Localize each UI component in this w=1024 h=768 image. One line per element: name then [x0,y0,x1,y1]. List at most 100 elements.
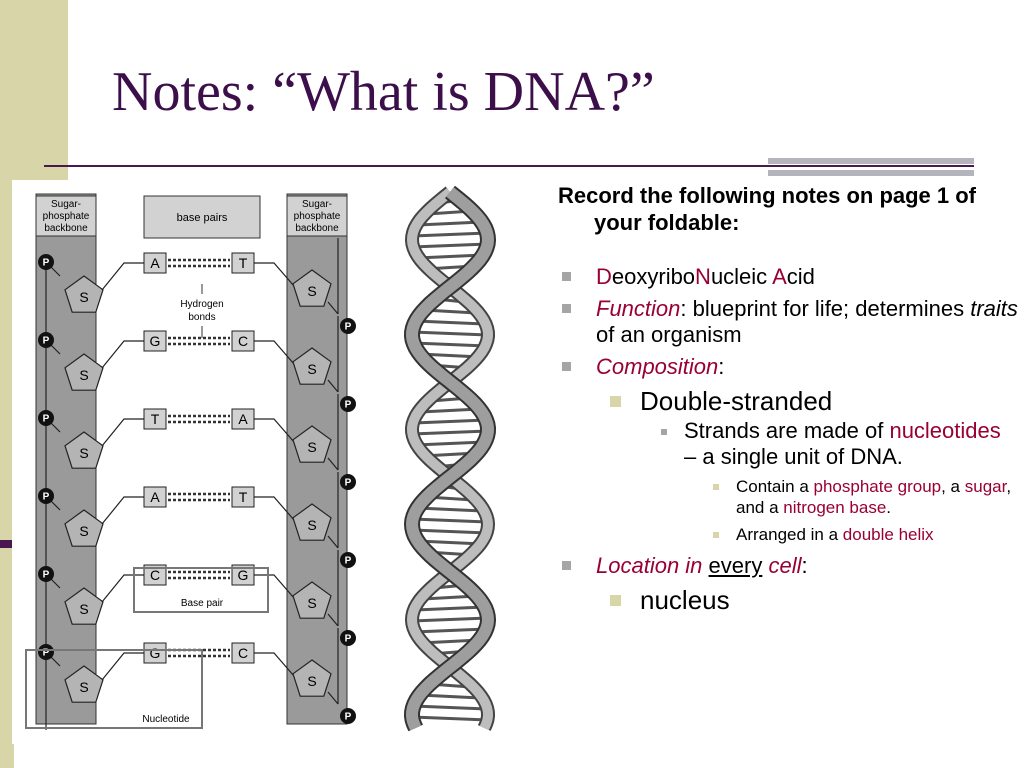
svg-text:C: C [238,333,248,349]
svg-text:T: T [239,255,248,271]
sugar-left: S [64,275,104,313]
hydrogen-bond [168,492,230,502]
hydrogen-bond [168,258,230,268]
svg-text:Base pair: Base pair [181,598,224,609]
bullet-deoxyribonucleic-acid: DeoxyriboNucleic Acid [558,264,1018,290]
sugar-left: S [64,665,104,703]
slide-title: Notes: “What is DNA?” [112,61,655,123]
helix-rung [419,693,481,700]
svg-text:G: G [238,567,249,583]
helix-rung [416,253,484,260]
double-helix-illustration [403,185,497,732]
svg-text:P: P [345,400,352,411]
phosphate-left: P [38,566,54,582]
svg-text:backbone: backbone [295,223,339,234]
svg-text:S: S [79,445,88,461]
base-left: G [143,330,167,352]
phosphate-right: P [340,396,356,412]
base-left: T [143,408,167,430]
sub-bullet-nucleus: nucleus [558,585,1018,615]
svg-text:Nucleotide: Nucleotide [142,714,190,725]
base-pair-callout: Base pair [133,567,269,613]
hydrogen-bond [168,414,230,424]
helix-rung [417,539,483,546]
sugar-left: S [64,509,104,547]
base-pairs-header: base pairs [143,195,261,239]
bullet-square-icon [661,429,667,435]
helix-rung [415,605,485,612]
svg-text:S: S [79,289,88,305]
base-right: T [231,252,255,274]
sugar-right: S [292,425,332,463]
phosphate-left: P [38,644,54,660]
helix-rung [418,220,482,227]
sugar-right: S [292,269,332,307]
sub-bullet-double-stranded: Double-stranded [558,386,1018,416]
phosphate-left: P [38,332,54,348]
helix-rung [417,506,483,513]
base-pair-row: P S A T S P [38,472,356,574]
notes-intro: Record the following notes on page 1 of … [558,183,977,235]
helix-rung [412,517,488,524]
sugar-right: S [292,503,332,541]
svg-text:S: S [307,673,316,689]
svg-text:C: C [238,645,248,661]
svg-text:T: T [151,411,160,427]
base-right: A [231,408,255,430]
helix-rung [413,341,487,348]
svg-text:P: P [43,258,50,269]
svg-text:P: P [43,648,50,659]
phosphate-left: P [38,488,54,504]
sugar-left: S [64,587,104,625]
bullet-composition: Composition: [558,354,1018,380]
phosphate-right: P [340,708,356,724]
svg-text:T: T [239,489,248,505]
helix-rung [412,242,488,249]
base-right: C [231,642,255,664]
base-pair-row: P S G C S P [38,628,356,730]
sugar-left: S [64,431,104,469]
decor-bars [768,158,974,180]
svg-text:Sugar-: Sugar- [51,199,81,210]
bullet-function: Function: blueprint for life; determines… [558,296,1018,348]
hydrogen-bonds-annotation: Hydrogen bonds [180,284,224,338]
base-left: A [143,252,167,274]
svg-text:P: P [345,556,352,567]
notes-panel: Record the following notes on page 1 of … [558,182,1018,617]
svg-text:P: P [43,336,50,347]
svg-text:P: P [345,322,352,333]
svg-text:S: S [307,283,316,299]
svg-text:S: S [79,679,88,695]
svg-text:P: P [345,478,352,489]
svg-text:S: S [307,439,316,455]
svg-text:P: P [43,570,50,581]
base-pair-row: P S G C S P [38,316,356,418]
bullet-square-icon [562,362,571,371]
svg-text:P: P [43,492,50,503]
svg-text:P: P [345,712,352,723]
bullet-square-icon [562,272,571,281]
svg-text:phosphate: phosphate [43,211,90,222]
base-pair-row: P S A T S P [38,238,356,340]
helix-rung [412,330,488,337]
bullet-square-icon [562,304,571,313]
title-divider [44,165,974,167]
helix-rung [413,704,487,711]
svg-text:G: G [150,645,161,661]
helix-rung [415,440,485,447]
svg-text:S: S [79,367,88,383]
sub-bullet-arranged: Arranged in a double helix [558,524,1018,545]
nucleotide-callout: Nucleotide [25,649,203,729]
bullet-location: Location in every cell: [558,553,1018,579]
sub-bullet-contain: Contain a phosphate group, a sugar, and … [558,476,1018,518]
phosphate-right: P [340,552,356,568]
hydrogen-bond [168,570,230,580]
helix-strand-back-fill [406,188,494,731]
phosphate-left: P [38,410,54,426]
phosphate-right: P [340,318,356,334]
base-pair-row: P S T A S P [38,394,356,496]
base-left: A [143,486,167,508]
svg-text:S: S [307,517,316,533]
svg-text:S: S [307,361,316,377]
